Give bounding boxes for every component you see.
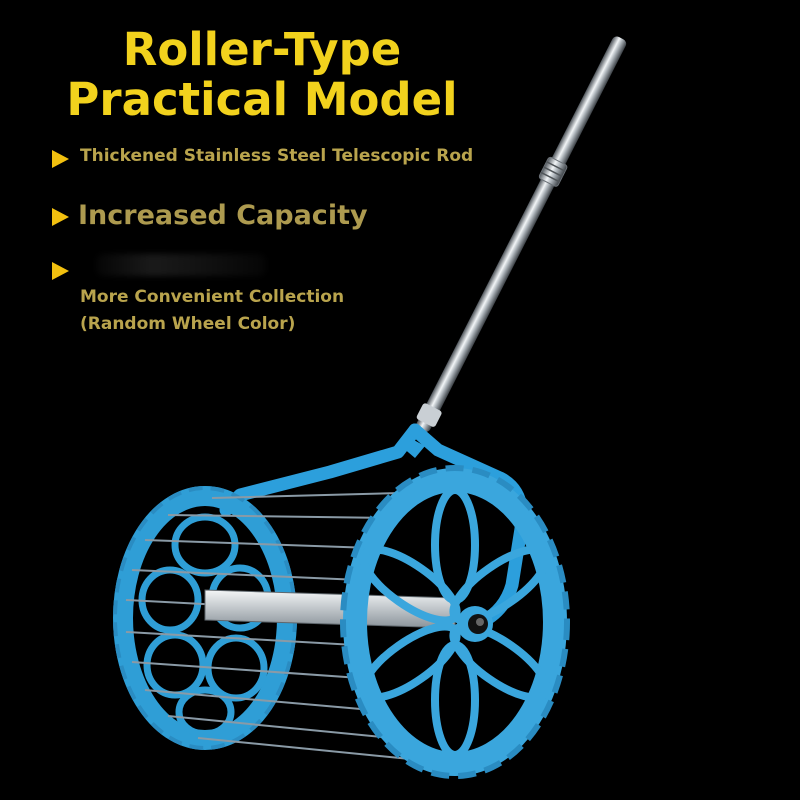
headline: Roller-Type Practical Model [0,25,524,125]
arrow-right-icon [52,208,69,226]
feature-capacity: Increased Capacity [78,200,368,231]
headline-line-2: Practical Model [66,73,458,126]
arrow-right-icon [52,150,69,168]
feature-collection-line: More Convenient Collection [80,287,345,307]
faded-text-shape [96,254,266,276]
feature-collection: More Convenient Collection (Random Wheel… [80,284,420,338]
telescopic-rod [416,36,627,432]
headline-line-1: Roller-Type [122,23,402,76]
feature-wheel-color-note: (Random Wheel Color) [80,314,296,334]
feature-telescopic-rod: Thickened Stainless Steel Telescopic Rod [80,146,474,166]
front-wheel [340,465,570,779]
arrow-right-icon [52,262,69,280]
